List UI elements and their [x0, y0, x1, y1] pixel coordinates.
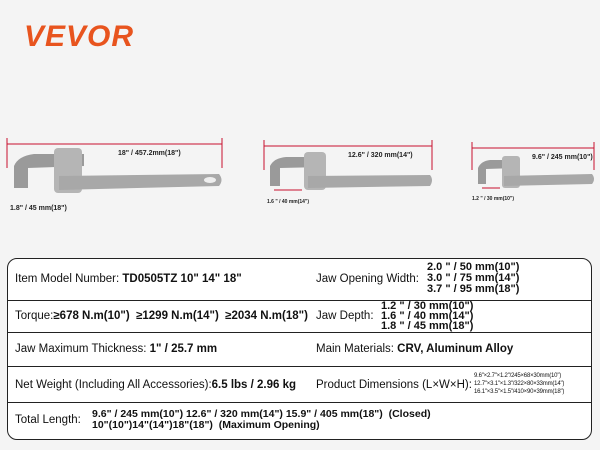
jaw-width-label: Jaw Opening Width:	[316, 273, 419, 285]
vevor-logo: VEVOR	[24, 20, 135, 53]
wrench-18-image	[6, 138, 223, 193]
torque-value: ≥678 N.m(10") ≥1299 N.m(14") ≥2034 N.m(1…	[53, 310, 308, 322]
jaw-depth-18: 1.8 " / 45 mm(18")	[381, 320, 474, 332]
torque-label: Torque:	[15, 310, 54, 322]
dims-10: 9.6"×2.7"×1.2"/245×68×30mm(10")	[474, 373, 562, 379]
spec-row-weight: Net Weight (Including All Accessories):6…	[8, 367, 591, 403]
spec-row-model: Item Model Number: TD0505TZ 10" 14" 18" …	[8, 259, 591, 301]
wrench-18-length: 18" / 457.2mm(18")	[118, 150, 181, 157]
model-value: TD0505TZ 10" 14" 18"	[122, 273, 242, 285]
wrench-10-image	[471, 142, 595, 189]
spec-row-torque: Torque:≥678 N.m(10") ≥1299 N.m(14") ≥203…	[8, 301, 591, 333]
wrench-14-length: 12.6" / 320 mm(14")	[348, 152, 413, 159]
dims-14: 12.7"×3.1"×1.3"/322×80×33mm(14")	[474, 381, 565, 387]
length-closed: 9.6" / 245 mm(10") 12.6" / 320 mm(14") 1…	[92, 408, 431, 420]
jaw-depth-label: Jaw Depth:	[316, 310, 374, 322]
wrench-14-image	[263, 140, 433, 191]
spec-row-length: Total Length: 9.6" / 245 mm(10") 12.6" /…	[8, 403, 591, 441]
jaw-depth-10: 1.2 " / 30 mm(10")	[381, 300, 474, 312]
weight-value: 6.5 lbs / 2.96 kg	[211, 379, 297, 391]
jaw-width-18: 3.7 " / 95 mm(18")	[427, 283, 520, 295]
thickness-label: Jaw Maximum Thickness:	[15, 343, 147, 355]
weight-label: Net Weight (Including All Accessories):	[15, 379, 212, 391]
materials-value: CRV, Aluminum Alloy	[397, 343, 514, 355]
length-open: 10"(10")14"(14")18"(18") (Maximum Openin…	[92, 419, 320, 431]
jaw-depth-14: 1.6 " / 40 mm(14")	[381, 310, 474, 322]
length-label: Total Length:	[15, 414, 81, 426]
wrench-10-jaw-depth: 1.2 " / 30 mm(10")	[472, 196, 514, 202]
specs-table: Item Model Number: TD0505TZ 10" 14" 18" …	[7, 258, 592, 440]
dims-18: 16.1"×3.5"×1.5"/410×90×39mm(18")	[474, 389, 565, 395]
jaw-width-14: 3.0 " / 75 mm(14")	[427, 272, 520, 284]
dims-label: Product Dimensions (L×W×H):	[316, 379, 472, 391]
wrench-18-jaw-depth: 1.8" / 45 mm(18")	[10, 205, 67, 212]
wrench-14-jaw-depth: 1.6 " / 40 mm(14")	[267, 199, 309, 205]
thickness-value: 1" / 25.7 mm	[149, 343, 218, 355]
wrench-10-length: 9.6" / 245 mm(10")	[532, 154, 593, 161]
model-label: Item Model Number:	[15, 273, 120, 285]
jaw-width-10: 2.0 " / 50 mm(10")	[427, 261, 520, 273]
materials-label: Main Materials:	[316, 343, 394, 355]
spec-row-thickness: Jaw Maximum Thickness: 1" / 25.7 mm Main…	[8, 333, 591, 367]
